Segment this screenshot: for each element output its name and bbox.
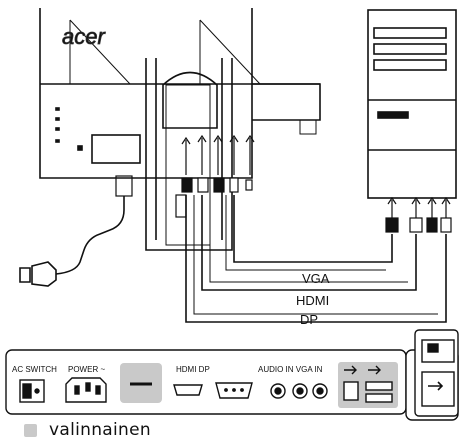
cable-vga — [225, 195, 393, 271]
monitor-stand — [145, 58, 233, 251]
legend-label: valinnainen — [49, 420, 151, 440]
cable-label-hdmi: HDMI — [296, 293, 329, 308]
cable-label-vga: VGA — [302, 271, 330, 286]
audio-jack-icons — [270, 383, 328, 399]
cable-label-dp: DP — [300, 312, 318, 327]
pc-connectors — [385, 196, 452, 233]
brand-logo: acer — [62, 24, 106, 49]
power-cable — [19, 175, 133, 287]
power-socket-icon — [65, 377, 107, 403]
label-ac-switch: AC SWITCH — [12, 365, 57, 374]
legend-swatch — [24, 423, 37, 437]
usb-port-icons — [338, 362, 398, 408]
legend: valinnainen — [24, 418, 151, 442]
monitor-connectors — [175, 134, 255, 218]
cable-hdmi — [201, 195, 417, 291]
cable-dp — [185, 195, 447, 323]
label-power: POWER ~ — [68, 365, 105, 374]
label-hdmi-dp: HDMI DP — [176, 365, 210, 374]
ac-switch-icon — [19, 379, 45, 403]
pc-tower — [367, 9, 457, 199]
label-audio-vga-in: AUDIO IN VGA IN — [258, 365, 323, 374]
hdmi-port-icon — [173, 384, 203, 396]
